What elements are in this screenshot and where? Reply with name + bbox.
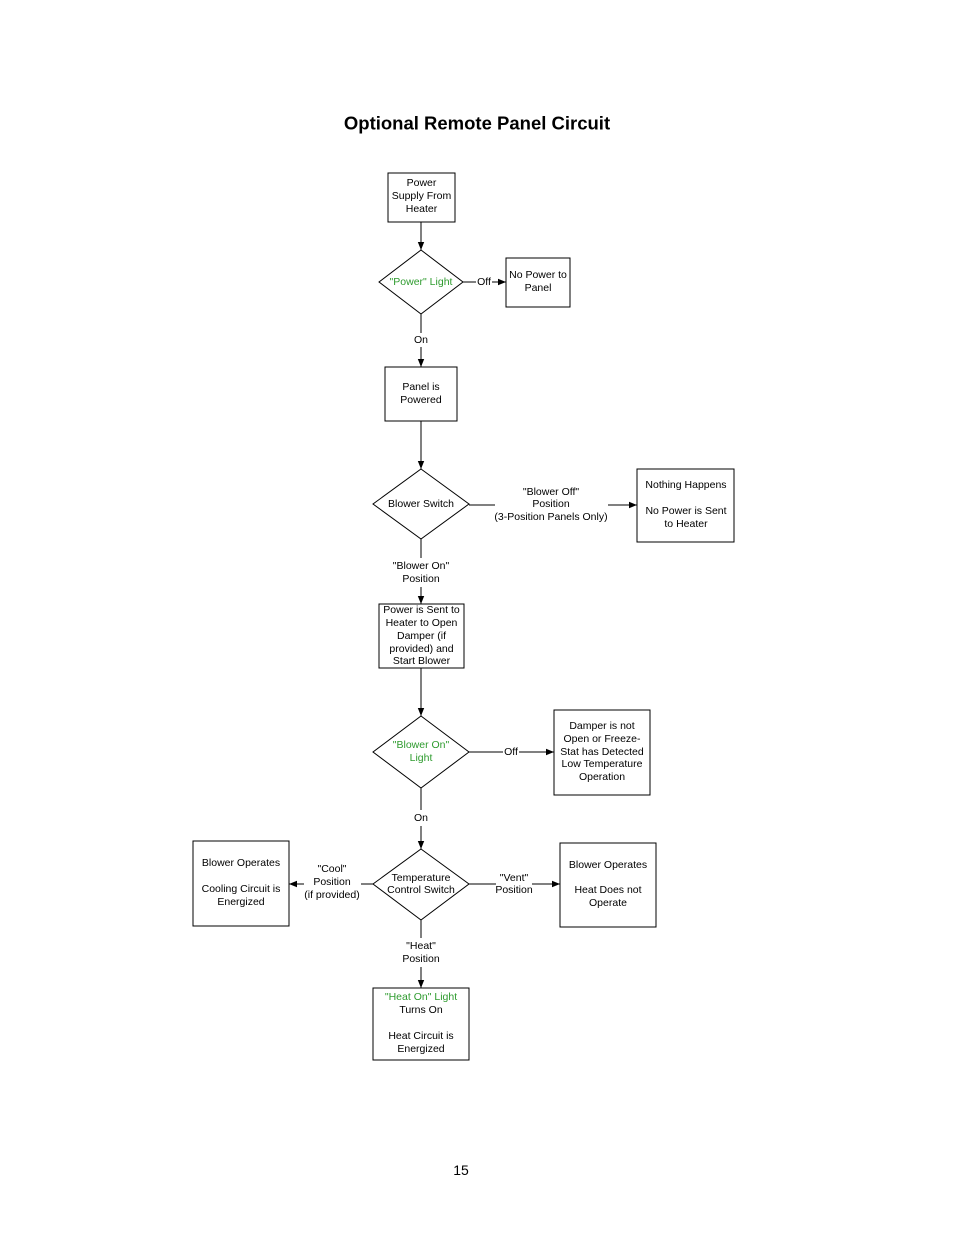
heat-label: "Heat" [406,940,436,952]
blower-on-label: Position [402,573,440,585]
cooling-label: Blower Operates [202,857,280,869]
blower-light-on-label: On [414,812,428,824]
blower-off-label: Position [532,498,570,510]
nothing-happens-label: Nothing Happens [645,479,726,491]
heat-on-box [372,987,470,1061]
blower-on-light-label: Light [410,752,433,764]
blower-on-light-decision [372,715,470,789]
blower-on-light-label: "Blower On" [393,739,450,751]
page-title: Optional Remote Panel Circuit [344,113,610,134]
damper-not-open-label: Open or Freeze- [563,733,641,745]
cooling-box [192,840,290,927]
power-sent-label: provided) and [389,643,453,655]
heat-on-label: Heat Circuit is [388,1030,453,1042]
temp-switch-decision [372,848,470,921]
cooling-label: Cooling Circuit is [202,883,281,895]
heat-not-operate-box [559,842,657,928]
power-supply-label: Supply From [392,190,452,202]
no-power-label: Panel [525,282,552,294]
power-supply-label: Power [407,177,437,189]
panel-powered-label: Panel is [402,381,439,393]
vent-label: "Vent" [500,872,529,884]
nothing-happens-label: No Power is Sent [645,505,726,517]
damper-not-open-label: Damper is not [569,720,634,732]
temp-switch-label: Temperature [392,872,451,884]
power-supply-label: Heater [406,203,438,215]
cool-label: "Cool" [317,863,346,875]
temp-switch-label: Control Switch [387,884,455,896]
panel-powered-box [384,366,458,422]
nothing-happens-label: to Heater [664,518,708,530]
vent-label: Position [495,884,533,896]
power-light-off-label: Off [477,276,491,288]
power-light-label: "Power" Light [390,276,453,288]
heat-not-operate-label: Heat Does not [574,884,641,896]
blower-light-off-label: Off [504,746,518,758]
panel-powered-label: Powered [400,394,442,406]
cooling-label: Energized [217,896,264,908]
damper-not-open-label: Operation [579,771,625,783]
power-sent-label: Start Blower [393,655,451,667]
heat-label: Position [402,953,440,965]
cool-label: Position [313,876,351,888]
heat-on-light-label: "Heat On" Light [385,991,457,1003]
heat-not-operate-label: Operate [589,897,627,909]
blower-off-label: (3-Position Panels Only) [494,511,607,523]
nothing-happens-box [636,468,735,543]
power-sent-label: Heater to Open [386,617,458,629]
blower-on-label: "Blower On" [393,560,450,572]
heat-not-operate-label: Blower Operates [569,859,647,871]
page-number: 15 [453,1162,469,1178]
cool-label: (if provided) [304,889,359,901]
damper-not-open-label: Low Temperature [562,758,643,770]
power-sent-label: Damper (if [397,630,446,642]
power-light-on-label: On [414,334,428,346]
power-sent-box [378,603,465,669]
heat-on-label: Energized [397,1043,444,1055]
power-light-decision [378,249,464,315]
blower-off-label: "Blower Off" [523,486,580,498]
blower-switch-decision [372,468,470,540]
blower-switch-label: Blower Switch [388,498,454,510]
damper-not-open-label: Stat has Detected [560,746,644,758]
power-supply-box [387,172,456,223]
power-sent-label: Power is Sent to [383,604,460,616]
no-power-label: No Power to [509,269,567,281]
no-power-box [505,257,571,308]
heat-on-label: Turns On [399,1004,443,1016]
damper-not-open-box [553,709,651,796]
